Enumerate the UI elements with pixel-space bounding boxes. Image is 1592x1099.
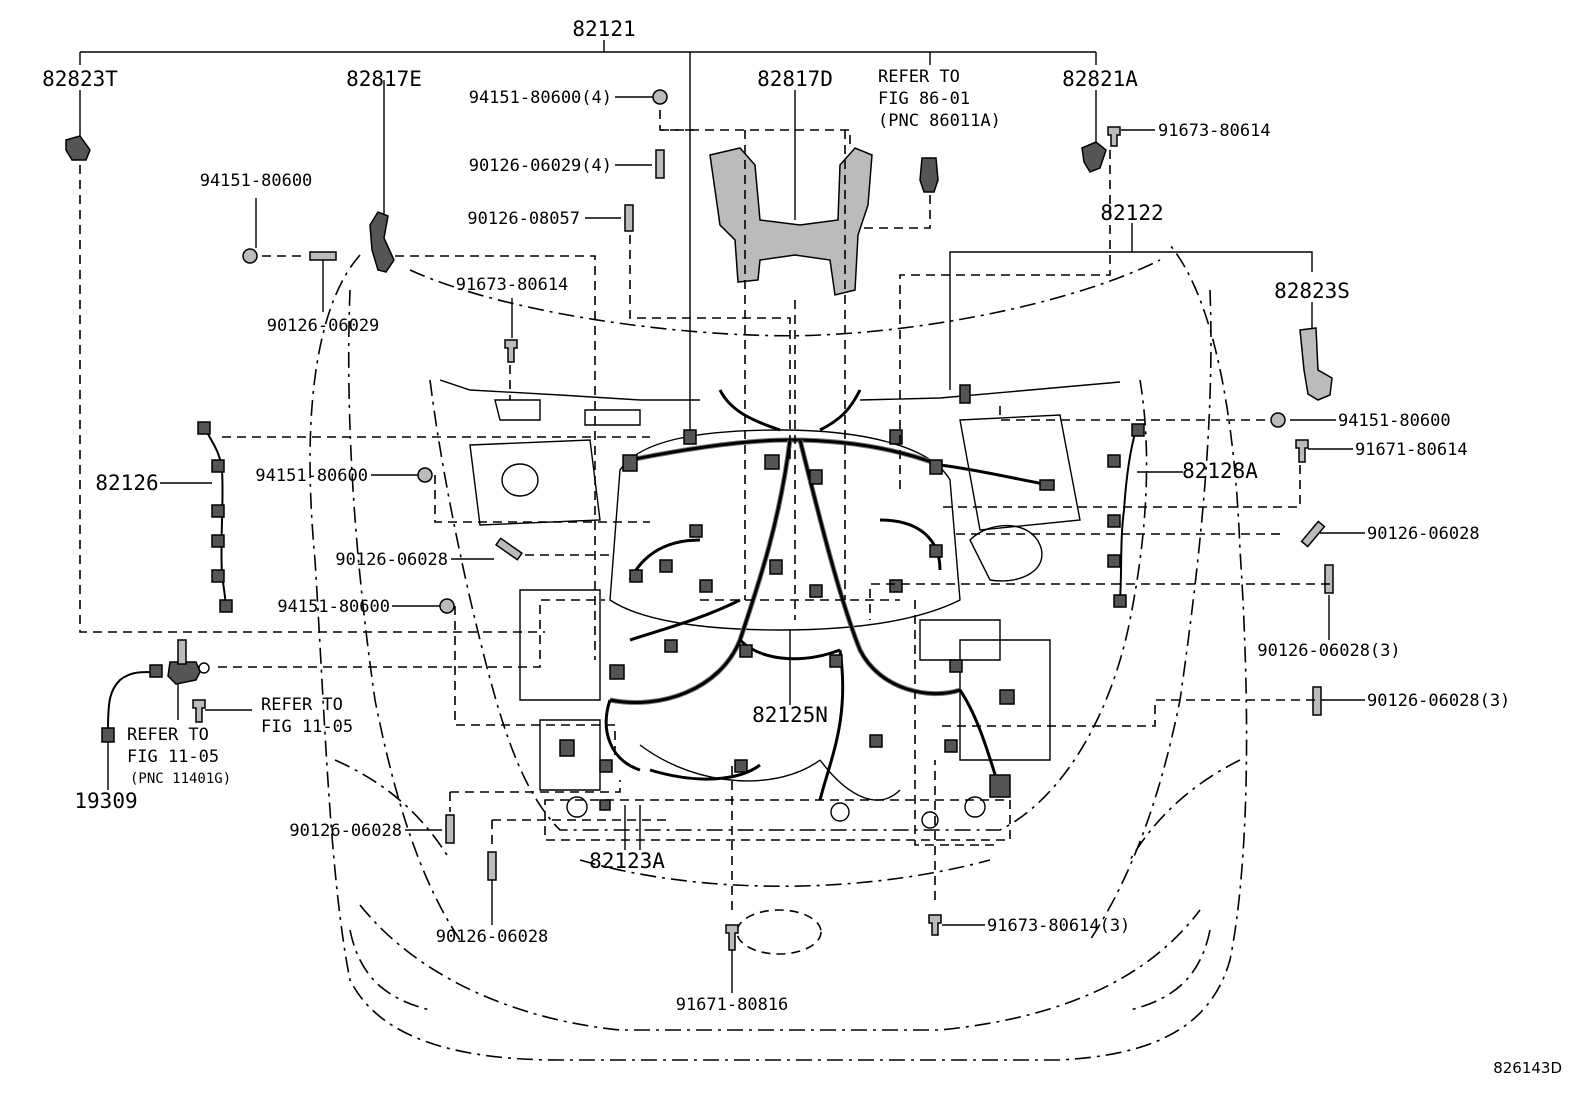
stud-icon <box>1324 564 1334 594</box>
label-bolt-right: 91671-80614 <box>1355 440 1468 460</box>
label-nut-left-top: 94151-80600 <box>200 171 313 191</box>
dashed-reference-lines <box>79 110 1330 910</box>
label-82128A: 82128A <box>1182 459 1258 483</box>
refer-right-line2: FIG 11-05 <box>261 717 353 737</box>
refer-top-line3: (PNC 86011A) <box>878 111 1001 131</box>
vehicle-body-outline <box>309 244 1248 1061</box>
label-19309: 19309 <box>74 789 137 813</box>
label-82817E: 82817E <box>346 67 422 91</box>
stud-icon <box>624 204 634 232</box>
stud-icon <box>445 814 455 844</box>
bolt-icon <box>192 699 206 723</box>
refer-top-line2: FIG 86-01 <box>878 89 970 109</box>
label-stud-right-3b: 90126-06028(3) <box>1367 691 1510 711</box>
label-bolt-bottom-right: 91673-80614(3) <box>987 916 1130 936</box>
main-wire-harness <box>559 384 1055 811</box>
label-82122: 82122 <box>1100 201 1163 225</box>
nut-icon <box>417 467 433 483</box>
bolt-icon <box>1295 439 1309 463</box>
label-nut-right: 94151-80600 <box>1338 411 1451 431</box>
label-nut-left-mid: 94151-80600 <box>255 466 368 486</box>
label-bolt-bottom: 91671-80816 <box>676 995 789 1015</box>
label-82817D: 82817D <box>757 67 833 91</box>
bolt-icon <box>504 339 518 363</box>
bracket-82817D <box>709 147 873 296</box>
label-82821A: 82821A <box>1062 67 1138 91</box>
label-stud-left-bot2: 90126-06028 <box>436 927 549 947</box>
label-82125N: 82125N <box>752 703 828 727</box>
label-82823S: 82823S <box>1274 279 1350 303</box>
stud-icon <box>309 251 337 261</box>
refer-left-line1: REFER TO <box>127 725 209 745</box>
refer-left-line2: FIG 11-05 <box>127 747 219 767</box>
label-stud-left-top: 90126-06029 <box>267 316 380 336</box>
label-bolt-right-top: 91673-80614 <box>1158 121 1271 141</box>
sensor-19309 <box>107 671 151 731</box>
stud-icon <box>1312 686 1322 716</box>
label-stud-right-3a: 90126-06028(3) <box>1257 641 1400 661</box>
refer-left-line3: (PNC 11401G) <box>130 771 231 787</box>
stud-icon <box>1300 520 1326 548</box>
clip-82821A <box>1081 141 1107 173</box>
label-bolt-mid-top: 91673-80614 <box>456 275 569 295</box>
top-leader-lines <box>79 40 1313 430</box>
harness-82126 <box>204 427 227 613</box>
nut-icon <box>652 89 668 105</box>
harness-82128A <box>1119 429 1137 601</box>
drawing-id: 826143D <box>1493 1059 1562 1077</box>
label-82123A: 82123A <box>589 849 665 873</box>
label-stud-left-bot: 90126-06028 <box>289 821 402 841</box>
bolt-icon <box>725 924 739 951</box>
refer-right-line1: REFER TO <box>261 695 343 715</box>
bracket-82823S <box>1299 327 1333 401</box>
stud-icon <box>487 851 497 881</box>
connector-86011A <box>919 157 939 193</box>
engine-bay-components <box>439 379 1121 829</box>
refer-top-line1: REFER TO <box>878 67 960 87</box>
clip-82823T <box>65 135 91 161</box>
label-stud-right: 90126-06028 <box>1367 524 1480 544</box>
bracket-82817E <box>369 211 395 273</box>
label-82121: 82121 <box>572 17 635 41</box>
label-stud-8057: 90126-08057 <box>467 209 580 229</box>
stud-icon <box>495 537 523 561</box>
nut-icon <box>242 248 258 264</box>
nut-icon <box>439 598 455 614</box>
bolt-icon <box>928 914 942 936</box>
label-stud-top4: 90126-06029(4) <box>469 156 612 176</box>
bolt-icon <box>1107 126 1121 147</box>
part-labels: 82121 82823T 82817E 82817D 82821A 82122 … <box>42 17 1562 1077</box>
cam-sensor <box>167 661 201 685</box>
label-stud-left-mid: 90126-06028 <box>335 550 448 570</box>
nut-icon <box>1270 412 1286 428</box>
stud-icon <box>655 149 665 179</box>
label-82126: 82126 <box>95 471 158 495</box>
label-nut-left-low: 94151-80600 <box>277 597 390 617</box>
label-nut-top4: 94151-80600(4) <box>469 88 612 108</box>
label-leader-lines <box>79 80 1365 993</box>
label-82823T: 82823T <box>42 67 118 91</box>
fasteners <box>192 89 1334 951</box>
